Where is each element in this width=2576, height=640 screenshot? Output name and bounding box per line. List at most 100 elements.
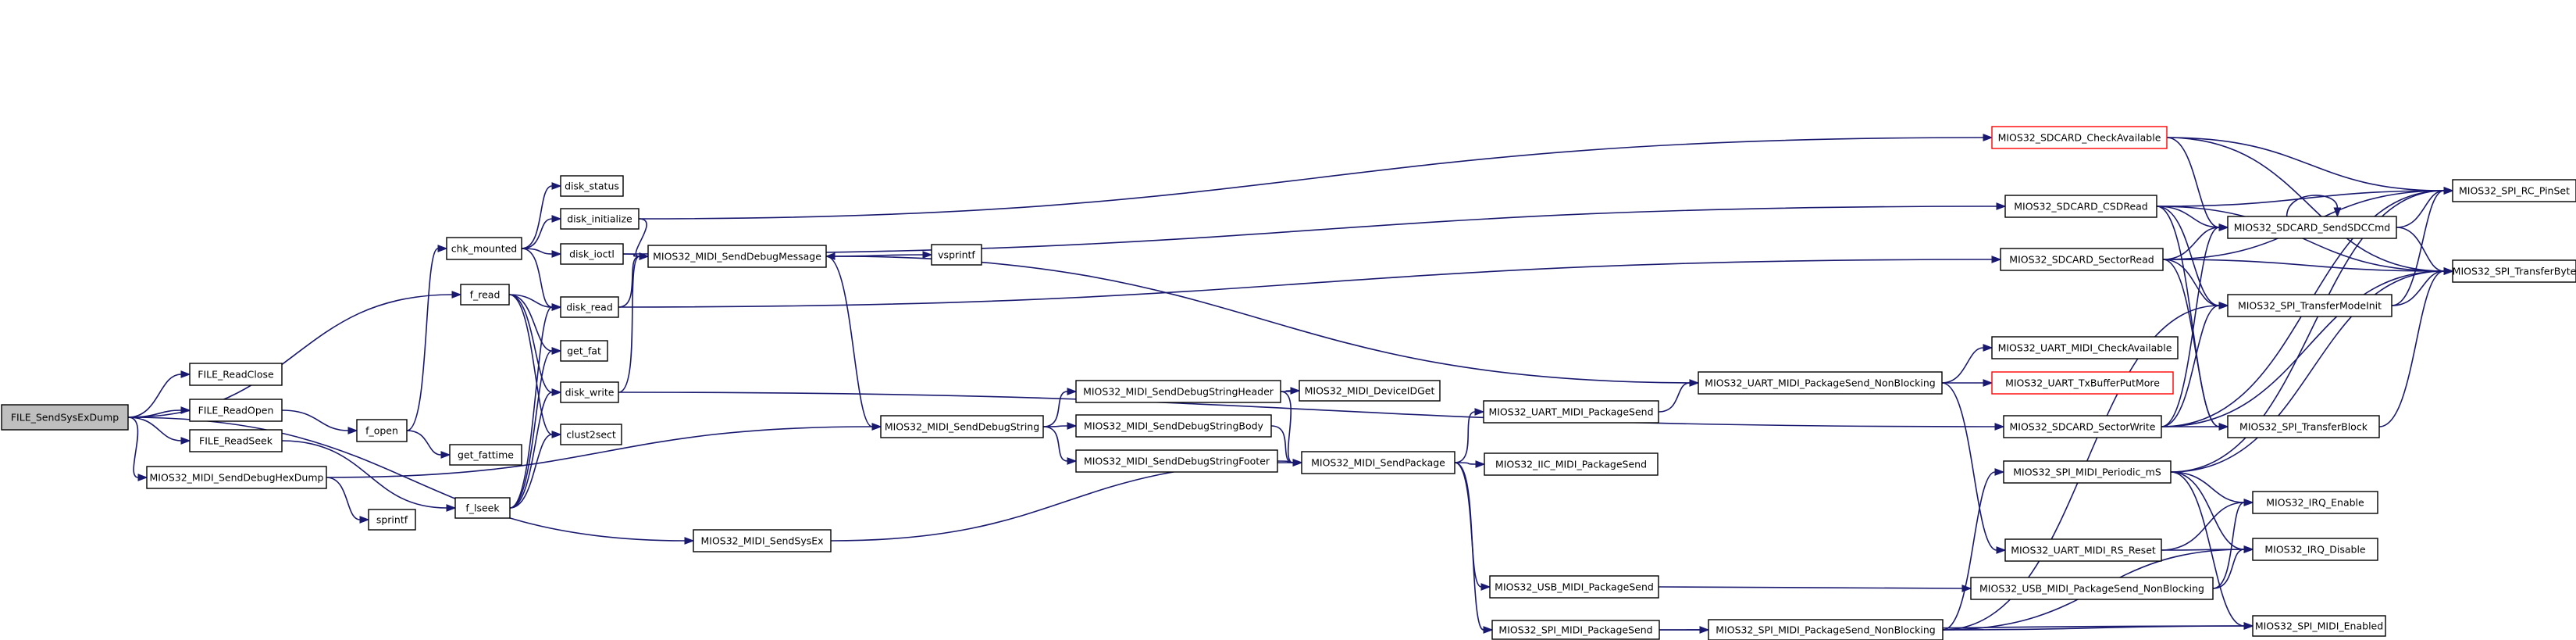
node-box-sdsectread[interactable] [2000,248,2164,271]
node-box-iicsend[interactable] [1484,452,1659,476]
node-debugmsg[interactable]: MIOS32_MIDI_SendDebugMessage [647,245,827,268]
node-chkmounted[interactable]: chk_mounted [446,237,522,260]
node-box-hexdump[interactable] [146,466,327,489]
node-box-spimodeinit[interactable] [2227,294,2393,317]
node-fread[interactable]: f_read [460,284,510,306]
node-box-transferbyte[interactable] [2452,259,2576,283]
node-box-irqenable[interactable] [2252,491,2378,514]
node-sdsectread[interactable]: MIOS32_SDCARD_SectorRead [2000,248,2164,271]
node-usbnb[interactable]: MIOS32_USB_MIDI_PackageSend_NonBlocking [1970,577,2214,600]
node-box-uartsend[interactable] [1483,400,1659,424]
node-box-debugmsg[interactable] [647,245,827,268]
node-diskstatus[interactable]: disk_status [560,175,624,197]
node-spiperiodic[interactable]: MIOS32_SPI_MIDI_Periodic_mS [2003,460,2172,484]
node-box-clust2sect[interactable] [560,424,622,445]
node-box-spisend[interactable] [1491,620,1660,640]
node-transferbyte[interactable]: MIOS32_SPI_TransferByte [2452,259,2576,283]
node-box-sendsysex[interactable] [693,529,832,552]
node-box-rcpinset[interactable] [2452,179,2576,202]
node-box-getfattime[interactable] [449,444,522,466]
node-box-dbgbody[interactable] [1075,414,1272,438]
node-diskread[interactable]: disk_read [560,296,619,318]
node-box-dbgfooter[interactable] [1075,449,1278,473]
node-box-sdsendcmd[interactable] [2227,216,2397,239]
node-deviceid[interactable]: MIOS32_MIDI_DeviceIDGet [1299,380,1441,402]
node-box-uartcheck[interactable] [1991,336,2179,359]
node-box-diskinit[interactable] [560,208,640,230]
node-sprintf[interactable]: sprintf [368,509,416,531]
node-box-diskstatus[interactable] [560,175,624,197]
node-box-chkmounted[interactable] [446,237,522,260]
node-box-uartrs[interactable] [2004,538,2162,562]
node-diskwrite[interactable]: disk_write [560,381,619,403]
node-uartsend[interactable]: MIOS32_UART_MIDI_PackageSend [1483,400,1659,424]
node-sdcsd[interactable]: MIOS32_SDCARD_CSDRead [2004,195,2157,218]
node-box-root[interactable] [1,404,129,431]
node-root[interactable]: FILE_SendSysExDump [1,404,129,431]
node-box-spinb[interactable] [1708,619,1944,640]
node-uarttxbuf[interactable]: MIOS32_UART_TxBufferPutMore [1991,371,2174,395]
node-box-debugstring[interactable] [880,415,1044,438]
node-readseek[interactable]: FILE_ReadSeek [189,429,283,452]
node-box-uarttxbuf[interactable] [1991,371,2174,395]
node-box-readclose[interactable] [189,363,283,386]
node-box-sendpackage[interactable] [1301,451,1455,474]
node-hexdump[interactable]: MIOS32_MIDI_SendDebugHexDump [146,466,327,489]
node-box-diskioctl[interactable] [560,243,624,265]
node-box-getfat[interactable] [560,340,608,362]
node-box-uartnb[interactable] [1698,371,1943,395]
node-box-spienabled[interactable] [2252,615,2386,637]
node-box-flseek[interactable] [454,497,511,519]
node-getfat[interactable]: get_fat [560,340,608,362]
node-irqdisable[interactable]: MIOS32_IRQ_Disable [2252,538,2378,561]
node-box-usbsend[interactable] [1489,575,1659,599]
node-box-sprintf[interactable] [368,509,416,531]
node-dbgheader[interactable]: MIOS32_MIDI_SendDebugStringHeader [1075,380,1281,403]
node-box-readopen[interactable] [189,399,283,422]
node-diskioctl[interactable]: disk_ioctl [560,243,624,265]
node-rcpinset[interactable]: MIOS32_SPI_RC_PinSet [2452,179,2576,202]
node-box-dbgheader[interactable] [1075,380,1281,403]
node-box-vsprintf[interactable] [931,244,982,266]
node-iicsend[interactable]: MIOS32_IIC_MIDI_PackageSend [1484,452,1659,476]
node-sdcheck[interactable]: MIOS32_SDCARD_CheckAvailable [1991,126,2168,149]
node-spinb[interactable]: MIOS32_SPI_MIDI_PackageSend_NonBlocking [1708,619,1944,640]
node-box-sdcsd[interactable] [2004,195,2157,218]
node-clust2sect[interactable]: clust2sect [560,424,622,445]
node-irqenable[interactable]: MIOS32_IRQ_Enable [2252,491,2378,514]
node-sdsectwrite[interactable]: MIOS32_SDCARD_SectorWrite [2003,415,2162,438]
node-box-irqdisable[interactable] [2252,538,2378,561]
node-box-fopen[interactable] [356,419,408,442]
node-spienabled[interactable]: MIOS32_SPI_MIDI_Enabled [2252,615,2386,637]
node-getfattime[interactable]: get_fattime [449,444,522,466]
node-box-diskread[interactable] [560,296,619,318]
node-box-spiperiodic[interactable] [2003,460,2172,484]
node-flseek[interactable]: f_lseek [454,497,511,519]
node-readclose[interactable]: FILE_ReadClose [189,363,283,386]
node-uartnb[interactable]: MIOS32_UART_MIDI_PackageSend_NonBlocking [1698,371,1943,395]
node-uartcheck[interactable]: MIOS32_UART_MIDI_CheckAvailable [1991,336,2179,359]
node-box-fread[interactable] [460,284,510,306]
node-box-sdcheck[interactable] [1991,126,2168,149]
node-vsprintf[interactable]: vsprintf [931,244,982,266]
node-dbgfooter[interactable]: MIOS32_MIDI_SendDebugStringFooter [1075,449,1278,473]
node-fopen[interactable]: f_open [356,419,408,442]
node-diskinit[interactable]: disk_initialize [560,208,640,230]
node-sdsendcmd[interactable]: MIOS32_SDCARD_SendSDCCmd [2227,216,2397,239]
node-uartrs[interactable]: MIOS32_UART_MIDI_RS_Reset [2004,538,2162,562]
node-spimodeinit[interactable]: MIOS32_SPI_TransferModeInit [2227,294,2393,317]
node-box-deviceid[interactable] [1299,380,1441,402]
node-dbgbody[interactable]: MIOS32_MIDI_SendDebugStringBody [1075,414,1272,438]
node-usbsend[interactable]: MIOS32_USB_MIDI_PackageSend [1489,575,1659,599]
node-readopen[interactable]: FILE_ReadOpen [189,399,283,422]
node-debugstring[interactable]: MIOS32_MIDI_SendDebugString [880,415,1044,438]
node-sendpackage[interactable]: MIOS32_MIDI_SendPackage [1301,451,1455,474]
node-box-readseek[interactable] [189,429,283,452]
node-box-spiblock[interactable] [2227,415,2380,438]
node-box-usbnb[interactable] [1970,577,2214,600]
node-spiblock[interactable]: MIOS32_SPI_TransferBlock [2227,415,2380,438]
node-spisend[interactable]: MIOS32_SPI_MIDI_PackageSend [1491,620,1660,640]
node-box-sdsectwrite[interactable] [2003,415,2162,438]
node-box-diskwrite[interactable] [560,381,619,403]
node-sendsysex[interactable]: MIOS32_MIDI_SendSysEx [693,529,832,552]
